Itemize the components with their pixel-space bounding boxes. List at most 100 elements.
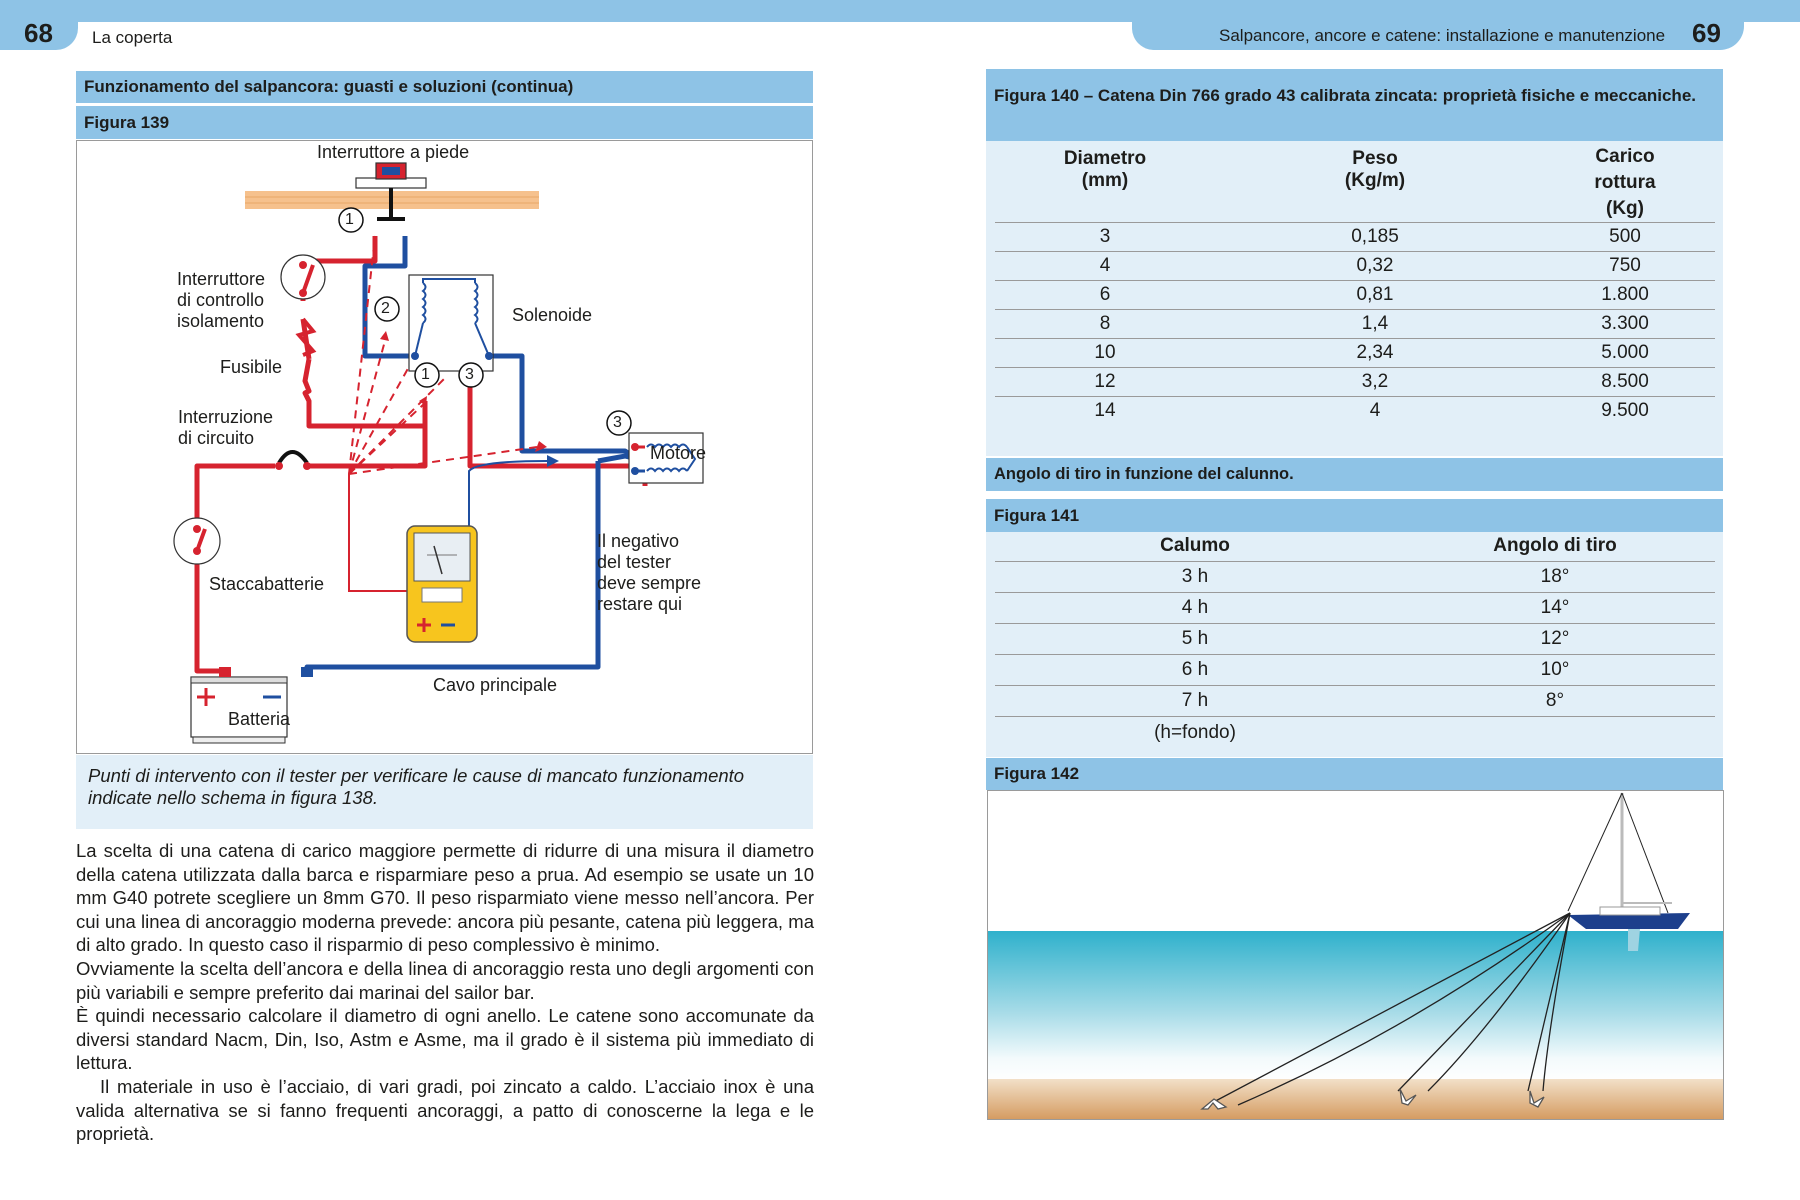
scope-angle-table: Calumo Angolo di tiro 3 h 18° 4 h 14° 5 … (995, 531, 1715, 749)
figure-140-band: Figura 140 – Catena Din 766 grado 43 cal… (986, 69, 1723, 141)
sailboat-icon (1567, 792, 1690, 951)
figure-139-caption: Punti di intervento con il tester per ve… (76, 755, 813, 829)
label-main-cable: Cavo principale (433, 675, 558, 695)
left-page-number: 68 (24, 18, 53, 48)
cell-weight: 0,32 (1215, 251, 1535, 281)
cell-diameter: 4 (995, 251, 1215, 281)
anchor-icon (1529, 1090, 1545, 1108)
table-row: 6 0,81 1.800 (995, 280, 1715, 310)
marker-2-text: 2 (381, 300, 390, 317)
col-header-diameter: Diametro (mm) (1063, 148, 1147, 191)
body-paragraph-2: Ovviamente la scelta dell’ancora e della… (76, 957, 814, 1003)
right-page-tab (1132, 14, 1744, 50)
cell-weight: 1,4 (1215, 309, 1535, 339)
cell-angle: 12° (1395, 623, 1715, 655)
right-running-head: Salpancore, ancore e catene: installazio… (1219, 26, 1666, 45)
seabed (988, 1079, 1723, 1119)
col-header-breaking-load: Carico rottura (Kg) (1594, 146, 1656, 219)
chain-properties-table: Diametro (mm) Peso (Kg/m) Carico rottura… (995, 140, 1715, 425)
body-paragraph-1: La scelta di una catena di carico maggio… (76, 840, 814, 956)
positive-wires (194, 236, 648, 674)
marker-1-solenoid-text: 1 (421, 366, 430, 383)
body-paragraph-4: Il materiale in uso è l’acciaio, di vari… (76, 1075, 814, 1145)
cell-scope: 5 h (995, 623, 1395, 655)
sea (988, 931, 1723, 1081)
cell-diameter: 10 (995, 338, 1215, 368)
cell-breaking-load: 8.500 (1535, 367, 1715, 397)
label-circuit-breaker: Interruzione di circuito (178, 407, 274, 448)
circuit-breaker-icon (275, 450, 311, 470)
cell-scope: 4 h (995, 592, 1395, 624)
angle-title-band: Angolo di tiro in funzione del calunno. (986, 458, 1723, 491)
marker-1-solenoid (414, 362, 440, 388)
table-row: 7 h 8° (995, 685, 1715, 717)
cell-diameter: 3 (995, 222, 1215, 252)
marker-3-motor-text: 3 (613, 414, 622, 431)
table-row: 4 0,32 750 (995, 251, 1715, 281)
foot-switch-icon (355, 162, 427, 221)
cell-weight: 0,185 (1215, 222, 1535, 252)
anchor-scope-svg (988, 791, 1723, 1119)
cell-breaking-load: 9.500 (1535, 396, 1715, 425)
label-tester-note: Il negativo del tester deve sempre resta… (597, 531, 702, 614)
right-page-number: 69 (1692, 18, 1721, 48)
tester-icon (406, 525, 478, 643)
col-header-scope: Calumo (1160, 535, 1230, 556)
figure-141-label: Figura 141 (994, 505, 1080, 525)
label-isolation-switch: Interruttore di controllo isolamento (177, 269, 266, 331)
section-title: Funzionamento del salpancora: guasti e s… (84, 77, 574, 96)
marker-1-top (338, 207, 364, 233)
col-header-angle: Angolo di tiro (1493, 535, 1617, 556)
anchor-icon (1200, 1098, 1228, 1110)
fuse-icon (295, 317, 317, 357)
wiring-diagram-svg (173, 162, 704, 744)
left-page-tab (0, 14, 78, 50)
marker-1-top-text: 1 (345, 211, 354, 228)
cell-weight: 2,34 (1215, 338, 1535, 368)
caption-text: Punti di intervento con il tester per ve… (88, 765, 745, 808)
section-title-band: Funzionamento del salpancora: guasti e s… (76, 71, 813, 103)
figure-141-band: Figura 141 (986, 499, 1723, 532)
table-row: 12 3,2 8.500 (995, 367, 1715, 397)
cell-angle: 18° (1395, 561, 1715, 593)
cell-breaking-load: 5.000 (1535, 338, 1715, 368)
cell-scope: 7 h (995, 685, 1395, 717)
body-text: La scelta di una catena di carico maggio… (76, 839, 814, 1146)
label-solenoid: Solenoide (512, 305, 593, 325)
figure-142-label: Figura 142 (994, 764, 1080, 783)
figure-139-label: Figura 139 (84, 112, 170, 132)
wiring-diagram: Interruttore a piede Interruttore di con… (76, 140, 813, 754)
cell-weight: 4 (1215, 396, 1535, 425)
table-row: 3 0,185 500 (995, 222, 1715, 252)
cell-weight: 3,2 (1215, 367, 1535, 397)
table-row: 3 h 18° (995, 561, 1715, 593)
solenoid-icon (408, 274, 494, 372)
marker-3-motor (606, 410, 632, 436)
table-row: 4 h 14° (995, 592, 1715, 624)
col-header-weight: Peso (Kg/m) (1344, 148, 1406, 191)
figure-139-band: Figura 139 (76, 106, 813, 139)
table-row: 8 1,4 3.300 (995, 309, 1715, 339)
left-running-head: La coperta (92, 28, 173, 47)
cell-scope: 3 h (995, 561, 1395, 593)
label-motor: Motore (650, 443, 707, 463)
cell-angle: 14° (1395, 592, 1715, 624)
figure-140-title: Figura 140 – Catena Din 766 grado 43 cal… (994, 86, 1696, 105)
cell-breaking-load: 3.300 (1535, 309, 1715, 339)
label-battery: Batteria (228, 709, 291, 729)
table-note: (h=fondo) (995, 716, 1395, 749)
table-row: 14 4 9.500 (995, 396, 1715, 425)
cell-diameter: 8 (995, 309, 1215, 339)
anchor-rodes (1207, 912, 1571, 1106)
cell-breaking-load: 1.800 (1535, 280, 1715, 310)
cell-breaking-load: 500 (1535, 222, 1715, 252)
cell-scope: 6 h (995, 654, 1395, 686)
anchor-icon (1399, 1088, 1417, 1106)
cell-diameter: 6 (995, 280, 1215, 310)
label-foot-switch: Interruttore a piede (317, 142, 470, 162)
marker-2 (374, 296, 400, 322)
label-fuse: Fusibile (220, 357, 283, 377)
table-row: 6 h 10° (995, 654, 1715, 686)
angle-title: Angolo di tiro in funzione del calunno. (994, 465, 1294, 483)
table-row: 10 2,34 5.000 (995, 338, 1715, 368)
